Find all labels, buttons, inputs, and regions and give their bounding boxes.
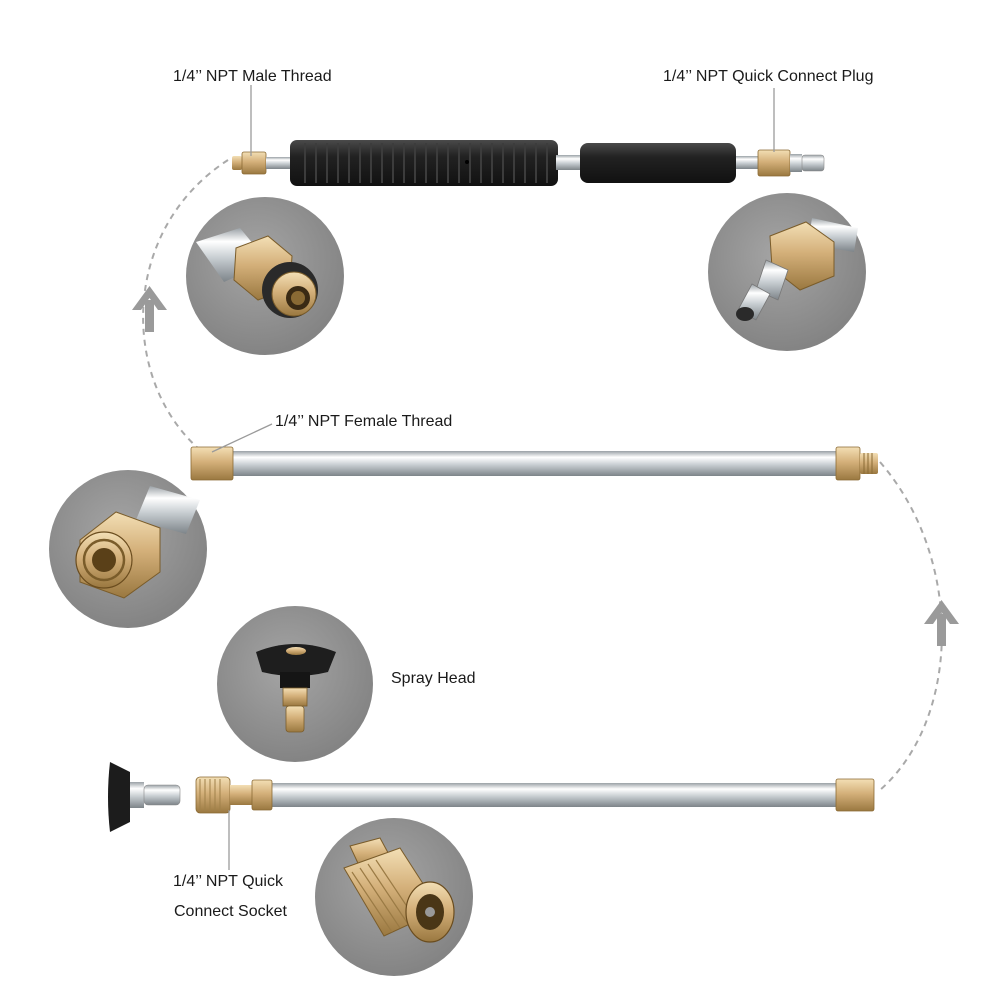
up-arrow-icon (132, 286, 167, 332)
detail-male-thread (186, 197, 344, 355)
connector-curve-right (879, 461, 943, 791)
label-socket-line1: 1/4’’ NPT Quick (173, 873, 283, 890)
label-female-thread: 1/4’’ NPT Female Thread (275, 413, 453, 430)
label-male-thread: 1/4’’ NPT Male Thread (173, 68, 332, 85)
detail-spray-head (217, 606, 373, 762)
label-socket-line2: Connect Socket (174, 903, 287, 920)
leader-female-thread (211, 423, 273, 453)
extension-rod-bottom (108, 762, 875, 832)
extension-rod-middle (190, 446, 878, 481)
detail-female-thread (49, 470, 207, 628)
label-spray-head: Spray Head (391, 670, 476, 687)
up-arrow-icon (924, 600, 959, 646)
label-quick-connect-plug: 1/4’’ NPT Quick Connect Plug (663, 68, 874, 85)
detail-quick-connect-plug (708, 193, 866, 351)
handle-wand (232, 140, 825, 186)
detail-quick-connect-socket (315, 818, 473, 976)
connector-curve-left (142, 159, 229, 451)
